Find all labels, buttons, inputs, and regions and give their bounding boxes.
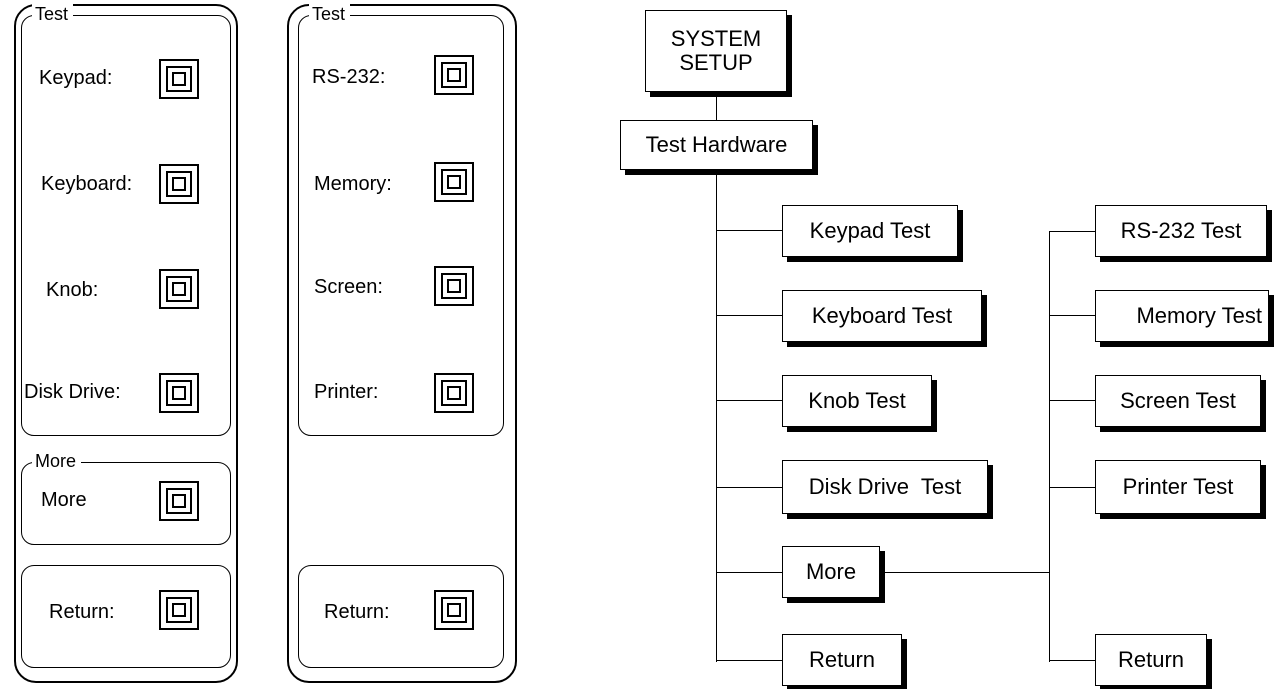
rs232-label: RS-232: [312, 66, 386, 88]
connector-memory-test [1049, 315, 1095, 316]
keypad-label: Keypad: [39, 67, 113, 89]
test-hardware-node[interactable]: Test Hardware [620, 120, 813, 170]
connector-keyboard-test [716, 315, 782, 316]
disk-drive-softkey-button[interactable] [159, 373, 199, 413]
connector-more-to-right-trunk [880, 572, 1050, 573]
disk-drive-test-node[interactable]: Disk Drive Test [782, 460, 988, 514]
connector-return-right [1049, 660, 1095, 661]
connector-left-trunk [716, 170, 717, 662]
return-softkey-button-2[interactable] [434, 590, 474, 630]
connector-knob-test [716, 400, 782, 401]
system-setup-line2: SETUP [679, 50, 753, 75]
connector-screen-test [1049, 400, 1095, 401]
softkey-panel-1 [14, 4, 238, 683]
knob-test-node[interactable]: Knob Test [782, 375, 932, 427]
return-group-1 [21, 565, 231, 668]
more-group-title: More [32, 451, 82, 471]
keyboard-softkey-button[interactable] [159, 164, 199, 204]
system-setup-line1: SYSTEM [670, 26, 762, 51]
softkey-panel-2 [287, 4, 517, 683]
return-softkey-button-1[interactable] [159, 590, 199, 630]
screen-softkey-button[interactable] [434, 266, 474, 306]
disk-drive-label: Disk Drive: [24, 381, 121, 403]
return-group-2 [298, 565, 504, 668]
test-group-1-title: Test [32, 4, 74, 24]
keypad-test-node[interactable]: Keypad Test [782, 205, 958, 257]
return-left-node[interactable]: Return [782, 634, 902, 686]
test-group-2: Test [298, 4, 504, 436]
keypad-softkey-button[interactable] [159, 59, 199, 99]
test-group-2-title: Test [309, 4, 351, 24]
knob-label: Knob: [46, 279, 99, 301]
connector-rs232-test [1049, 231, 1095, 232]
connector-keypad-test [716, 230, 782, 231]
system-setup-node[interactable]: SYSTEM SETUP [645, 10, 787, 92]
memory-softkey-button[interactable] [434, 162, 474, 202]
more-node[interactable]: More [782, 546, 880, 598]
screen-label: Screen: [314, 276, 383, 298]
test-group-1: Test [21, 4, 231, 436]
connector-printer-test [1049, 487, 1095, 488]
more-label: More [41, 489, 87, 511]
screen-test-node[interactable]: Screen Test [1095, 375, 1261, 427]
connector-root-to-test-hardware [716, 92, 717, 120]
return-label-2: Return: [324, 601, 390, 623]
connector-disk-drive-test [716, 487, 782, 488]
memory-test-node[interactable]: Memory Test [1095, 290, 1269, 342]
memory-label: Memory: [314, 173, 392, 195]
knob-softkey-button[interactable] [159, 269, 199, 309]
keyboard-label: Keyboard: [41, 173, 133, 195]
connector-more [716, 572, 782, 573]
printer-label: Printer: [314, 381, 379, 403]
more-softkey-button[interactable] [159, 481, 199, 521]
connector-return-left [716, 660, 782, 661]
printer-test-node[interactable]: Printer Test [1095, 460, 1261, 514]
rs232-softkey-button[interactable] [434, 55, 474, 95]
return-right-node[interactable]: Return [1095, 634, 1207, 686]
printer-softkey-button[interactable] [434, 373, 474, 413]
connector-right-trunk [1049, 231, 1050, 662]
return-label-1: Return: [49, 601, 115, 623]
keyboard-test-node[interactable]: Keyboard Test [782, 290, 982, 342]
rs232-test-node[interactable]: RS-232 Test [1095, 205, 1267, 257]
more-group: More [21, 451, 231, 545]
